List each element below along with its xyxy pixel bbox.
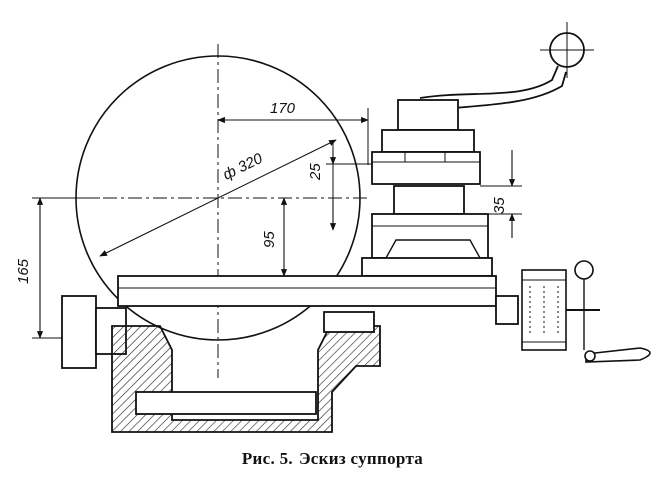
tool-post-handle [419,22,594,113]
cross-feed-dial [521,260,651,363]
figure-number: Рис. 5. [241,449,293,468]
dim-label-95: 95 [261,231,278,248]
figure-caption: Рис. 5. Эскиз суппорта [0,449,671,469]
carriage-sketch-drawing: 170 ф 320 25 95 165 35 [15,22,651,433]
dim-label-170: 170 [270,100,296,117]
figure-title: Эскиз суппорта [298,449,424,468]
dimension-170 [217,108,369,165]
dim-label-165: 165 [15,258,32,284]
cross-slide [117,275,519,325]
dimension-25 [326,140,372,231]
tool-post [361,99,493,277]
dim-label-diameter: ф 320 [220,150,266,184]
carriage-saddle [61,295,381,433]
dim-label-35: 35 [491,197,508,214]
diameter-dimension [99,139,337,257]
dim-label-25: 25 [307,163,324,181]
